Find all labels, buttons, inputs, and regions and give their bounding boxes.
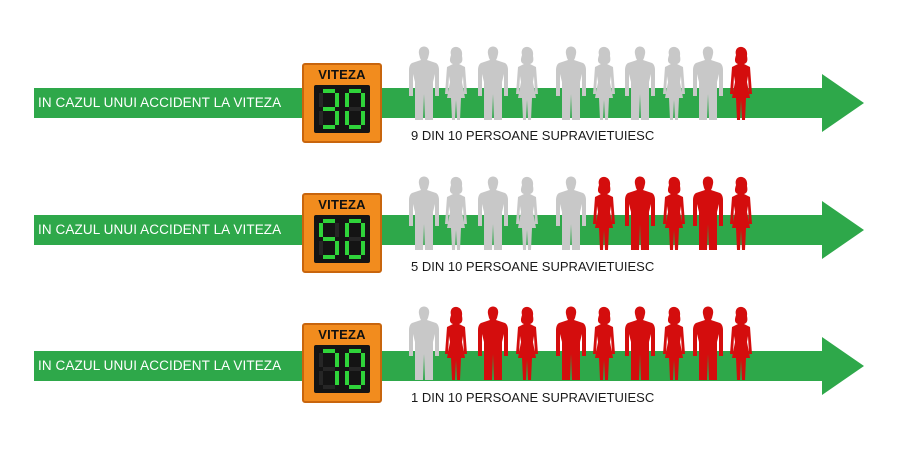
digit-segment-b <box>335 93 339 107</box>
digit-segment-g <box>323 237 335 241</box>
speed-row-70: IN CAZUL UNUI ACCIDENT LA VITEZA VITEZA … <box>0 290 900 430</box>
person-female-icon <box>730 46 752 120</box>
digit-segment-a <box>349 89 361 93</box>
digit-segment-c <box>335 111 339 125</box>
digit-segment-b <box>335 223 339 237</box>
survival-caption: 5 DIN 10 PERSOANE SUPRAVIETUIESC <box>411 259 655 274</box>
digit-segment-d <box>349 385 361 389</box>
speed-display <box>314 85 370 133</box>
digit-segment-e <box>345 241 349 255</box>
person-male-icon <box>478 46 508 120</box>
person-female-icon <box>516 46 538 120</box>
digit-segment-d <box>349 255 361 259</box>
person-male-icon <box>409 306 439 380</box>
digit-segment-b <box>361 93 365 107</box>
person-male-icon <box>625 306 655 380</box>
arrow-label: IN CAZUL UNUI ACCIDENT LA VITEZA <box>38 95 282 110</box>
digit-segment-e <box>319 111 323 125</box>
person-female-icon <box>445 46 467 120</box>
digit-segment-d <box>349 125 361 129</box>
arrow <box>34 74 864 132</box>
digit-segment-g <box>349 237 361 241</box>
digit-segment-f <box>345 223 349 237</box>
digit-segment-g <box>349 367 361 371</box>
speed-display <box>314 345 370 393</box>
digit-segment-c <box>335 371 339 385</box>
digit-segment-f <box>319 93 323 107</box>
arrow <box>34 201 864 259</box>
speed-display <box>314 215 370 263</box>
speed-row-30: IN CAZUL UNUI ACCIDENT LA VITEZA VITEZA … <box>0 30 900 170</box>
arrow-label: IN CAZUL UNUI ACCIDENT LA VITEZA <box>38 358 282 373</box>
digit-segment-c <box>335 241 339 255</box>
person-female-icon <box>593 46 615 120</box>
digit-segment-a <box>323 89 335 93</box>
people-group <box>409 176 752 250</box>
digit-segment-c <box>361 371 365 385</box>
digit-segment-g <box>323 107 335 111</box>
digit-segment-a <box>323 219 335 223</box>
digit-segment-f <box>319 353 323 367</box>
person-male-icon <box>556 176 586 250</box>
digit-segment-e <box>319 371 323 385</box>
person-male-icon <box>478 176 508 250</box>
arrow <box>34 337 864 395</box>
digit-segment-f <box>319 223 323 237</box>
digit-segment-a <box>349 349 361 353</box>
person-female-icon <box>730 306 752 380</box>
digit-segment-a <box>349 219 361 223</box>
person-male-icon <box>625 46 655 120</box>
digit-segment-d <box>323 125 335 129</box>
person-female-icon <box>593 176 615 250</box>
digit-segment-b <box>361 353 365 367</box>
digit-segment-a <box>323 349 335 353</box>
person-male-icon <box>625 176 655 250</box>
person-male-icon <box>693 306 723 380</box>
digit-segment-e <box>345 371 349 385</box>
person-female-icon <box>663 176 685 250</box>
person-male-icon <box>556 306 586 380</box>
people-group <box>409 306 752 380</box>
digit-segment-d <box>323 385 335 389</box>
person-female-icon <box>663 306 685 380</box>
digit-segment-g <box>323 367 335 371</box>
person-female-icon <box>445 176 467 250</box>
person-male-icon <box>478 306 508 380</box>
person-male-icon <box>409 176 439 250</box>
person-female-icon <box>516 176 538 250</box>
person-female-icon <box>593 306 615 380</box>
digit-segment-g <box>349 107 361 111</box>
digit-segment-e <box>319 241 323 255</box>
arrow-label: IN CAZUL UNUI ACCIDENT LA VITEZA <box>38 222 282 237</box>
digit-segment-f <box>345 353 349 367</box>
digit-segment-b <box>361 223 365 237</box>
person-female-icon <box>516 306 538 380</box>
digit-segment-c <box>361 111 365 125</box>
speed-sign: VITEZA DVS <box>302 63 382 143</box>
digit-segment-d <box>323 255 335 259</box>
person-female-icon <box>663 46 685 120</box>
survival-caption: 1 DIN 10 PERSOANE SUPRAVIETUIESC <box>411 390 655 405</box>
digit-segment-c <box>361 241 365 255</box>
person-male-icon <box>693 176 723 250</box>
speed-row-50: IN CAZUL UNUI ACCIDENT LA VITEZA VITEZA … <box>0 160 900 300</box>
person-male-icon <box>693 46 723 120</box>
people-group <box>409 46 752 120</box>
survival-caption: 9 DIN 10 PERSOANE SUPRAVIETUIESC <box>411 128 655 143</box>
person-female-icon <box>445 306 467 380</box>
digit-segment-b <box>335 353 339 367</box>
person-male-icon <box>556 46 586 120</box>
digit-segment-f <box>345 93 349 107</box>
speed-sign: VITEZA DVS <box>302 193 382 273</box>
person-female-icon <box>730 176 752 250</box>
speed-sign: VITEZA DVS <box>302 323 382 403</box>
person-male-icon <box>409 46 439 120</box>
digit-segment-e <box>345 111 349 125</box>
